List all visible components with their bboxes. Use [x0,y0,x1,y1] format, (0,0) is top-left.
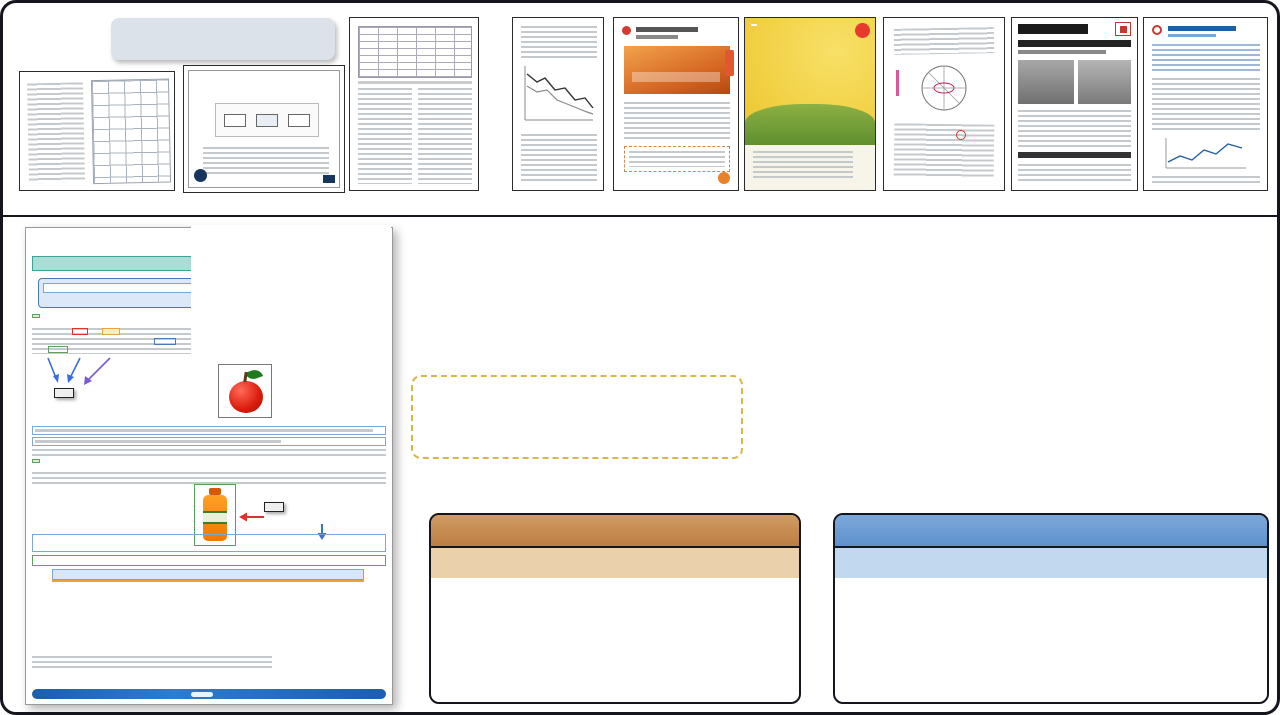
textbook-thumbnail [613,17,739,191]
text-attributes-columns [431,548,799,578]
annotation-marker-green [48,346,68,353]
paper-table [358,26,472,78]
exam-paper-thumbnail [19,71,175,191]
notes-pink-mark [896,70,899,96]
paper-column-left [358,88,412,184]
financial-reports-thumbnail [1143,17,1268,191]
table-attributes-header [835,515,1267,548]
newspaper-seal [1115,22,1131,36]
juice-bottle-image [194,484,236,546]
flow-arrows [38,356,128,393]
financial-logo [1152,25,1162,35]
financial-subheader-bar [1168,34,1216,37]
annotated-text-line-1 [32,426,386,435]
financial-blue-text [1152,44,1260,72]
annotation-marker-red [72,328,88,335]
naming-binary-tag [32,459,40,463]
textbook-text [624,102,730,140]
pdf-types-title [111,18,335,60]
learning-objectives-box [38,278,214,308]
molecular-compounds-tag [32,314,40,318]
paper-caption-line [358,81,472,84]
financial-footer-text [1152,176,1260,184]
newspaper-section-bar [1018,152,1131,158]
layout-annotations-label [264,502,284,512]
magazine-card [745,145,875,190]
notes-red-circle-mark [956,130,966,140]
newspaper-headline [1018,40,1131,47]
notes-thumbnail [883,17,1005,191]
book-chart [521,64,597,126]
doc-table-grid [52,580,364,582]
financial-body-text [1152,78,1260,132]
book-text-bottom [521,134,597,182]
slide-logo-icon [194,169,207,182]
annotated-text-line-2 [32,437,386,446]
slide-bullets [203,147,329,175]
table-attributes-table [833,513,1269,704]
magazine-masthead [751,24,757,26]
figure-caption-line [32,534,386,552]
exam-paper-art [21,72,173,189]
red-arrow [238,510,264,528]
textbook-subtitle-bar [636,35,678,39]
doc-table [52,569,364,582]
slide-canvas [188,70,340,188]
doc-table-caption [52,569,364,580]
annotation-marker-blue [154,338,176,345]
objective-line [43,283,209,293]
newspaper-photo-left [1018,60,1074,104]
notes-circle-diagram [912,58,976,118]
newspaper-subhead [1018,50,1106,54]
section-divider [3,215,1277,217]
newspaper-bottom-text [1018,164,1131,182]
page-attributes-panel [191,225,391,363]
magazine-red-circle [855,23,870,38]
book-text-top [521,26,597,58]
academic-papers-thumbnail [349,17,479,191]
naming-line [32,555,386,566]
paper-column-right [418,88,472,184]
layout-badges-grid [755,266,1277,446]
text-attributes-header [431,515,799,548]
textbook-photo [624,46,730,94]
annotation-marker-yellow [102,328,120,335]
book-thumbnail [512,17,604,191]
newspaper-thumbnail [1011,17,1138,191]
financial-chart [1162,136,1250,172]
doc-paragraph-2 [32,449,386,456]
newspaper-masthead [1018,24,1088,34]
annotation-legend [411,375,743,459]
newspaper-photo-right [1078,60,1131,104]
textbook-title-bar [636,27,698,32]
slide-diagram [215,103,319,137]
doc-paragraph-3 [32,472,386,484]
newspaper-columns [1018,110,1131,148]
slide-page-number [323,175,335,183]
doc-paragraph-4 [32,656,272,670]
apple-image [218,364,272,418]
textbook-red-tab [725,50,734,76]
recognition-annotations-label [54,388,74,398]
textbook-red-badge [622,26,631,35]
textbook-dashed-box [624,146,730,172]
textbook-orange-dot [718,172,730,184]
magazine-thumbnail [744,17,876,191]
notes-lines-bottom [893,123,995,179]
financial-header-bar [1168,26,1236,31]
text-attributes-table [429,513,801,704]
doc-footer-bar [32,689,386,699]
table-attributes-columns [835,548,1267,578]
magazine-greens [745,104,875,146]
notes-lines-top [893,27,995,55]
slides-thumbnail [183,65,345,193]
